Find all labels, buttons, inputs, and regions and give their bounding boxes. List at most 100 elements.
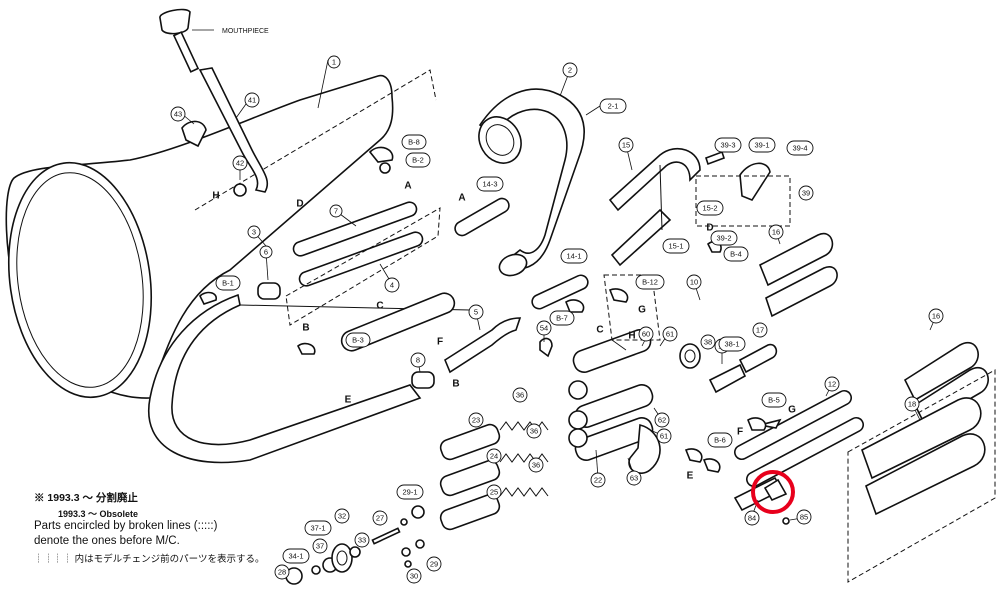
part-B-6: B-6 xyxy=(707,432,733,448)
part-39-3: 39-3 xyxy=(714,137,742,153)
svg-text:36: 36 xyxy=(532,461,540,470)
svg-text:18: 18 xyxy=(908,400,916,409)
part-15: 15 xyxy=(618,137,634,153)
part-B-8: B-8 xyxy=(401,134,427,150)
valve-cluster xyxy=(568,328,778,474)
part-8: 8 xyxy=(410,352,426,368)
svg-text:17: 17 xyxy=(756,326,764,335)
svg-text:15-2: 15-2 xyxy=(702,204,717,213)
part-15-2: 15-2 xyxy=(696,200,724,216)
part-14-3: 14-3 xyxy=(476,176,504,192)
note-broken-lines: Parts encircled by broken lines (:::::) xyxy=(34,520,218,532)
part-39-4: 39-4 xyxy=(786,140,814,156)
note-jp-model-change: ┊┊┊┊ 内はモデルチェンジ前のパーツを表示する。 xyxy=(34,554,265,565)
part-41: 41 xyxy=(244,92,260,108)
part-5: 5 xyxy=(468,304,484,320)
svg-text:22: 22 xyxy=(594,476,602,485)
part-39-1: 39-1 xyxy=(748,137,776,153)
svg-text:38-1: 38-1 xyxy=(724,340,739,349)
part-33: 33 xyxy=(354,532,370,548)
svg-text:16: 16 xyxy=(932,312,940,321)
part-36c: 36 xyxy=(528,457,544,473)
part-39-2: 39-2 xyxy=(710,230,738,246)
svg-text:23: 23 xyxy=(472,416,480,425)
part-2: 2 xyxy=(562,62,578,78)
mouthpiece-group xyxy=(159,8,269,197)
tuning-slide-15 xyxy=(608,147,701,267)
svg-text:14-1: 14-1 xyxy=(566,252,581,261)
svg-text:2-1: 2-1 xyxy=(608,102,619,111)
letter-G1: G xyxy=(638,305,646,316)
connection-letters: A A B B C C D D E E F F G G H H xyxy=(212,181,796,482)
part-42: 42 xyxy=(232,155,248,171)
svg-text:27: 27 xyxy=(376,514,384,523)
svg-text:2: 2 xyxy=(568,66,572,75)
part-62: 62 xyxy=(654,412,670,428)
part-17: 17 xyxy=(752,322,768,338)
part-37-1: 37-1 xyxy=(304,520,332,536)
svg-text:7: 7 xyxy=(334,207,338,216)
part-28: 28 xyxy=(274,564,290,580)
svg-text:28: 28 xyxy=(278,568,286,577)
svg-text:10: 10 xyxy=(690,278,698,287)
part-14-1: 14-1 xyxy=(560,248,588,264)
water-key-parts xyxy=(199,146,791,473)
svg-text:39-3: 39-3 xyxy=(720,141,735,150)
part-23: 23 xyxy=(468,412,484,428)
slide-12-group xyxy=(733,389,865,525)
svg-text:39-2: 39-2 xyxy=(716,234,731,243)
part-B-1: B-1 xyxy=(215,275,241,291)
part-34-1: 34-1 xyxy=(282,548,310,564)
part-36b: 36 xyxy=(526,423,542,439)
part-60: 60 xyxy=(638,326,654,342)
part-61a: 61 xyxy=(662,326,678,342)
svg-text:39: 39 xyxy=(802,189,810,198)
part-61b: 61 xyxy=(656,428,672,444)
part-10: 10 xyxy=(686,274,702,290)
upper-bow xyxy=(478,88,585,277)
part-6: 6 xyxy=(259,245,273,259)
svg-text:33: 33 xyxy=(358,536,366,545)
svg-text:42: 42 xyxy=(236,159,244,168)
svg-text:61: 61 xyxy=(660,432,668,441)
part-29: 29 xyxy=(426,556,442,572)
letter-E2: E xyxy=(687,471,694,482)
letter-H1: H xyxy=(212,191,219,202)
mouthpiece-label: MOUTHPIECE xyxy=(222,28,269,35)
svg-text:60: 60 xyxy=(642,330,650,339)
part-63: 63 xyxy=(626,470,642,486)
svg-text:15: 15 xyxy=(622,141,630,150)
svg-text:36: 36 xyxy=(516,391,524,400)
svg-text:B-6: B-6 xyxy=(714,436,726,445)
small-parts-group xyxy=(285,505,425,585)
part-37: 37 xyxy=(312,538,328,554)
part-22: 22 xyxy=(590,472,606,488)
svg-text:B-12: B-12 xyxy=(642,278,658,287)
letter-F1: F xyxy=(437,337,443,348)
svg-text:8: 8 xyxy=(416,356,420,365)
part-25: 25 xyxy=(486,484,502,500)
letter-A1: A xyxy=(404,181,411,192)
part-12: 12 xyxy=(824,376,840,392)
svg-text:B-5: B-5 xyxy=(768,396,780,405)
pistons-group xyxy=(439,421,549,531)
part-16b: 16 xyxy=(928,308,944,324)
note-before-mc: denote the ones before M/C. xyxy=(34,535,180,547)
part-85: 85 xyxy=(796,509,812,525)
svg-text:B-4: B-4 xyxy=(730,250,742,259)
svg-text:39-4: 39-4 xyxy=(792,144,807,153)
svg-text:34-1: 34-1 xyxy=(288,552,303,561)
part-B-12: B-12 xyxy=(635,274,665,290)
part-1: 1 xyxy=(327,55,341,69)
svg-text:15-1: 15-1 xyxy=(668,242,683,251)
letter-F2: F xyxy=(737,427,743,438)
svg-text:3: 3 xyxy=(252,228,256,237)
part-32: 32 xyxy=(334,508,350,524)
part-7: 7 xyxy=(329,204,343,218)
svg-text:B-7: B-7 xyxy=(556,314,568,323)
svg-text:25: 25 xyxy=(490,488,498,497)
letter-C2: C xyxy=(596,325,603,336)
svg-text:37: 37 xyxy=(316,542,324,551)
svg-text:30: 30 xyxy=(410,572,418,581)
